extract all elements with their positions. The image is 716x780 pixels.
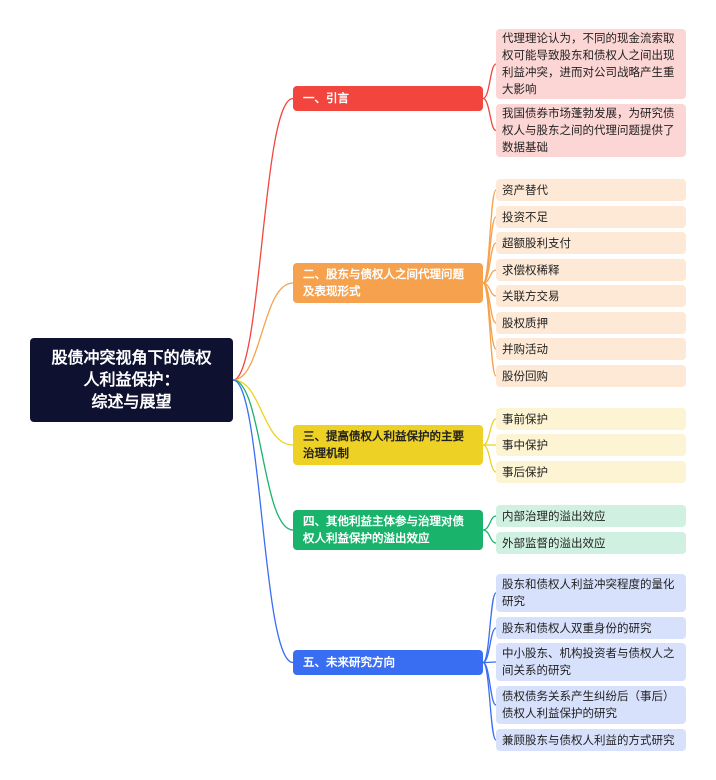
- leaf-ex-ante[interactable]: 事前保护: [496, 408, 686, 430]
- branch-label: 一、引言: [303, 91, 349, 105]
- branch-leaf-connector: [482, 97, 497, 132]
- root-branch-connector: [232, 379, 294, 446]
- branch-leaf-connector: [482, 418, 497, 446]
- leaf-label: 并购活动: [502, 341, 548, 356]
- leaf-dual-identity[interactable]: 股东和债权人双重身份的研究: [496, 617, 686, 639]
- leaf-claim-dilution[interactable]: 求偿权稀释: [496, 259, 686, 281]
- leaf-mna[interactable]: 并购活动: [496, 338, 686, 360]
- root-topic[interactable]: 股债冲突视角下的债权 人利益保护： 综述与展望: [30, 338, 233, 422]
- leaf-bond-market[interactable]: 我国债券市场蓬勃发展，为研究债权人与股东之间的代理问题提供了数据基础: [496, 104, 686, 157]
- leaf-buyback[interactable]: 股份回购: [496, 365, 686, 387]
- leaf-agency-theory[interactable]: 代理理论认为，不同的现金流索取权可能导致股东和债权人之间出现利益冲突，进而对公司…: [496, 29, 686, 99]
- leaf-label: 股权质押: [502, 315, 548, 330]
- leaf-label: 代理理论认为，不同的现金流索取权可能导致股东和债权人之间出现利益冲突，进而对公司…: [502, 31, 675, 96]
- root-branch-connector: [232, 282, 294, 381]
- leaf-label: 事后保护: [502, 464, 548, 479]
- leaf-label: 股东和债权人双重身份的研究: [502, 620, 652, 635]
- leaf-label: 中小股东、机构投资者与债权人之间关系的研究: [502, 646, 675, 677]
- leaf-underinvestment[interactable]: 投资不足: [496, 206, 686, 228]
- branch-future-research[interactable]: 五、未来研究方向: [293, 650, 483, 675]
- branch-leaf-connector: [482, 661, 497, 664]
- root-title-line-1: 股债冲突视角下的债权: [51, 348, 212, 367]
- leaf-label: 我国债券市场蓬勃发展，为研究债权人与股东之间的代理问题提供了数据基础: [502, 106, 675, 154]
- leaf-interim[interactable]: 事中保护: [496, 434, 686, 456]
- leaf-quantification[interactable]: 股东和债权人利益冲突程度的量化研究: [496, 574, 686, 612]
- leaf-label: 事前保护: [502, 411, 548, 426]
- leaf-label: 兼顾股东与债权人利益的方式研究: [502, 732, 675, 747]
- branch-spillover[interactable]: 四、其他利益主体参与治理对债权人利益保护的溢出效应: [293, 510, 483, 550]
- root-branch-connector: [232, 379, 294, 664]
- branch-leaf-connector: [482, 282, 497, 377]
- branch-introduction[interactable]: 一、引言: [293, 86, 483, 111]
- branch-agency-problems[interactable]: 二、股东与债权人之间代理问题及表现形式: [293, 263, 483, 303]
- leaf-asset-substitution[interactable]: 资产替代: [496, 179, 686, 201]
- root-branch-connector: [232, 379, 294, 531]
- leaf-excess-dividend[interactable]: 超额股利支付: [496, 232, 686, 254]
- leaf-related-party[interactable]: 关联方交易: [496, 285, 686, 307]
- leaf-label: 事中保护: [502, 437, 548, 452]
- leaf-label: 债权债务关系产生纠纷后（事后）债权人利益保护的研究: [502, 689, 675, 720]
- leaf-label: 股东和债权人利益冲突程度的量化研究: [502, 577, 675, 608]
- branch-leaf-connector: [482, 189, 497, 284]
- leaf-dispute-protection[interactable]: 债权债务关系产生纠纷后（事后）债权人利益保护的研究: [496, 686, 686, 724]
- leaf-label: 投资不足: [502, 209, 548, 224]
- branch-leaf-connector: [482, 529, 497, 544]
- leaf-ex-post[interactable]: 事后保护: [496, 461, 686, 483]
- leaf-label: 超额股利支付: [502, 235, 571, 250]
- branch-governance[interactable]: 三、提高债权人利益保护的主要治理机制: [293, 425, 483, 465]
- leaf-minority-institutional[interactable]: 中小股东、机构投资者与债权人之间关系的研究: [496, 643, 686, 681]
- branch-label: 四、其他利益主体参与治理对债权人利益保护的溢出效应: [303, 514, 464, 545]
- leaf-label: 内部治理的溢出效应: [502, 508, 606, 523]
- root-branch-connector: [232, 97, 294, 381]
- branch-leaf-connector: [482, 661, 497, 741]
- branch-leaf-connector: [482, 63, 497, 100]
- branch-leaf-connector: [482, 444, 497, 473]
- branch-leaf-connector: [482, 627, 497, 664]
- branch-label: 二、股东与债权人之间代理问题及表现形式: [303, 267, 464, 298]
- branch-leaf-connector: [482, 515, 497, 531]
- leaf-equity-pledge[interactable]: 股权质押: [496, 312, 686, 334]
- leaf-external-spillover[interactable]: 外部监督的溢出效应: [496, 532, 686, 554]
- branch-label: 三、提高债权人利益保护的主要治理机制: [303, 429, 464, 460]
- branch-leaf-connector: [482, 592, 497, 664]
- root-title-line-2: 人利益保护：: [83, 370, 180, 389]
- leaf-label: 关联方交易: [502, 288, 560, 303]
- leaf-label: 资产替代: [502, 182, 548, 197]
- leaf-internal-spillover[interactable]: 内部治理的溢出效应: [496, 505, 686, 527]
- root-title-line-3: 综述与展望: [91, 392, 172, 411]
- leaf-balancing-interests[interactable]: 兼顾股东与债权人利益的方式研究: [496, 729, 686, 751]
- leaf-label: 股份回购: [502, 368, 548, 383]
- branch-leaf-connector: [482, 242, 497, 284]
- leaf-label: 外部监督的溢出效应: [502, 535, 606, 550]
- branch-label: 五、未来研究方向: [303, 655, 395, 669]
- leaf-label: 求偿权稀释: [502, 262, 560, 277]
- branch-leaf-connector: [482, 216, 497, 284]
